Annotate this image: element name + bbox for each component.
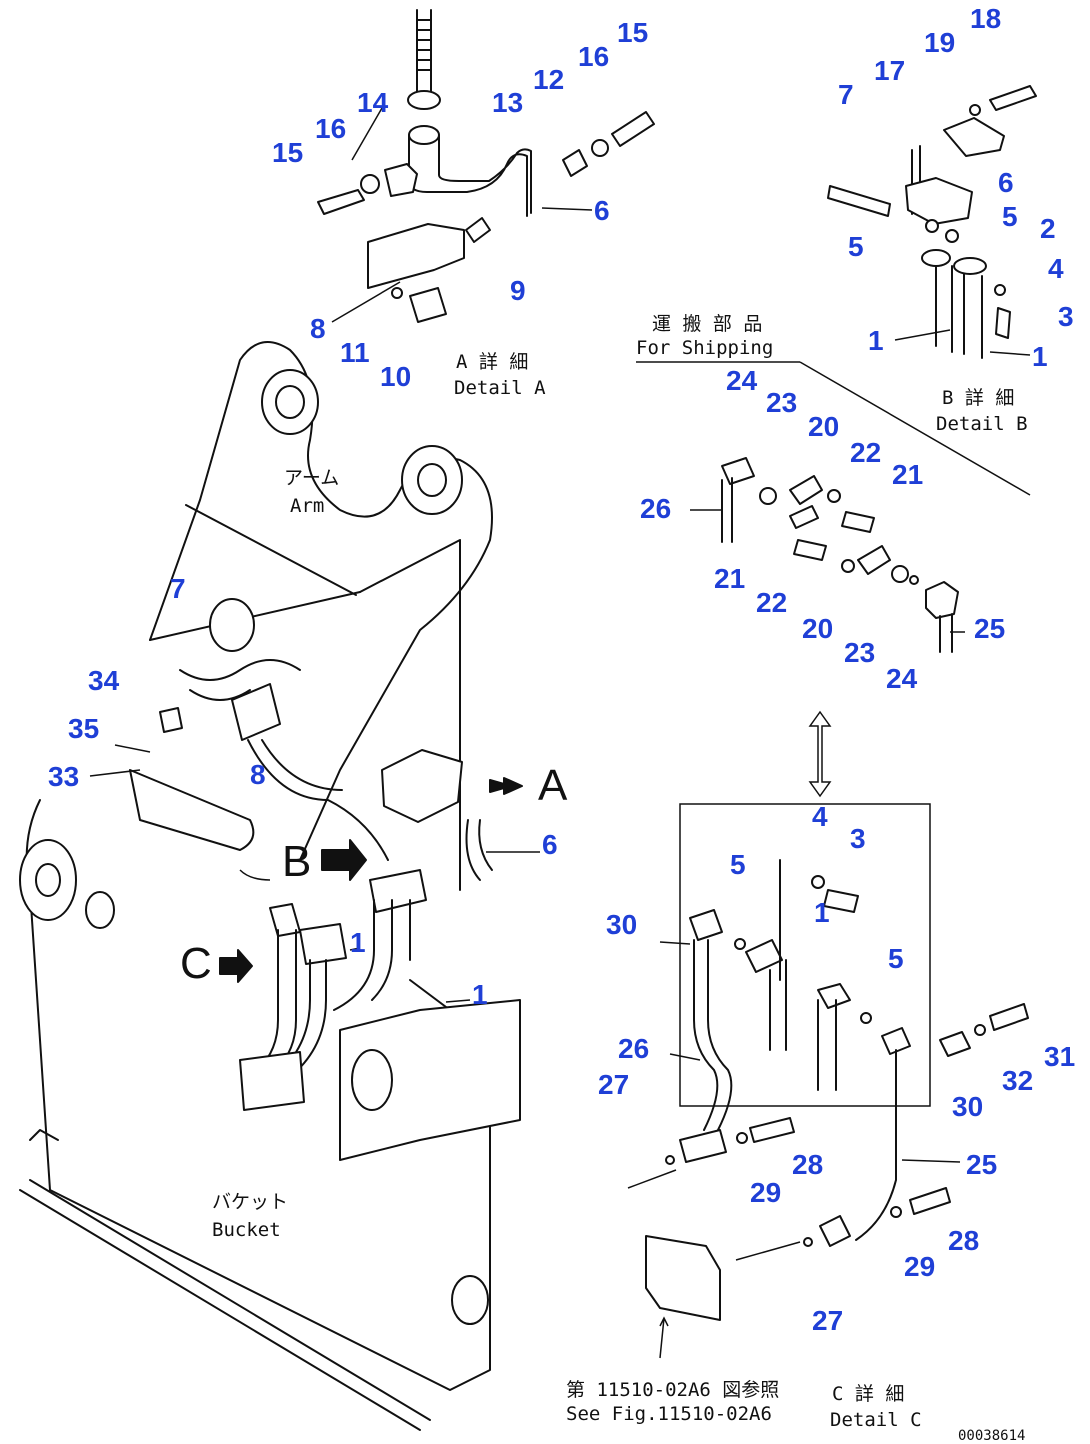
- detail-a-label-en: Detail A: [454, 377, 546, 399]
- callout-20: 20: [808, 411, 839, 442]
- arm-label-jp: アーム: [284, 467, 339, 489]
- callout-30: 30: [952, 1091, 983, 1122]
- callout-2: 2: [1040, 213, 1056, 244]
- callout-29: 29: [750, 1177, 781, 1208]
- callout-31: 31: [1044, 1041, 1075, 1072]
- shipping-parts-drawing: [636, 361, 1031, 653]
- bucket-label-jp: バケット: [212, 1191, 288, 1213]
- detail-a-drawing: [317, 9, 655, 323]
- callout-25: 25: [974, 613, 1005, 644]
- callout-35: 35: [68, 713, 99, 744]
- callout-4: 4: [812, 801, 828, 832]
- callout-1: 1: [868, 325, 884, 356]
- callout-5: 5: [730, 849, 746, 880]
- callout-7: 7: [170, 573, 186, 604]
- callout-13: 13: [492, 87, 523, 118]
- callouts-detail-a: 15 16 14 13 12 16 15 6 9 8 11 10: [272, 17, 648, 392]
- callout-27: 27: [812, 1305, 843, 1336]
- callout-5: 5: [888, 943, 904, 974]
- view-c-letter: C: [180, 939, 212, 988]
- callout-21: 21: [892, 459, 923, 490]
- callout-12: 12: [533, 64, 564, 95]
- detail-a-label-jp: A 詳 細: [456, 351, 528, 373]
- callout-5: 5: [848, 231, 864, 262]
- callout-30: 30: [606, 909, 637, 940]
- main-assembly-drawing: [19, 341, 540, 1431]
- detail-c-drawing: [627, 710, 1029, 1359]
- callout-28: 28: [948, 1225, 979, 1256]
- callout-1: 1: [814, 897, 830, 928]
- callout-22: 22: [850, 437, 881, 468]
- callouts-shipping: 24 23 20 22 21 26 21 22 20 23 24 25: [640, 365, 1005, 694]
- callout-27: 27: [598, 1069, 629, 1100]
- callouts-main: 7 34 35 33 8 6 1 1: [48, 573, 558, 1010]
- callouts-detail-c: 4 3 5 1 30 5 26 30 32 31 27 28 29 25 28 …: [598, 801, 1075, 1336]
- callout-16: 16: [315, 113, 346, 144]
- callout-3: 3: [850, 823, 866, 854]
- detail-c-label-en: Detail C: [830, 1409, 922, 1431]
- callout-26: 26: [640, 493, 671, 524]
- callout-11: 11: [340, 337, 370, 368]
- detail-b-label-en: Detail B: [936, 413, 1028, 435]
- callout-23: 23: [766, 387, 797, 418]
- callout-19: 19: [924, 27, 955, 58]
- bucket-label-en: Bucket: [212, 1219, 281, 1241]
- callout-23: 23: [844, 637, 875, 668]
- callout-1: 1: [350, 927, 366, 958]
- callout-6: 6: [998, 167, 1014, 198]
- callout-33: 33: [48, 761, 79, 792]
- callout-7: 7: [838, 79, 854, 110]
- callout-10: 10: [380, 361, 411, 392]
- callout-1: 1: [1032, 341, 1048, 372]
- callout-26: 26: [618, 1033, 649, 1064]
- shipping-label-en: For Shipping: [636, 337, 773, 359]
- callout-20: 20: [802, 613, 833, 644]
- callout-1: 1: [472, 979, 488, 1010]
- callout-4: 4: [1048, 253, 1064, 284]
- shipping-label-jp: 運 搬 部 品: [652, 313, 762, 335]
- drawing-code: 00038614: [958, 1428, 1025, 1444]
- detail-b-label-jp: B 詳 細: [942, 387, 1014, 409]
- callout-6: 6: [594, 195, 610, 226]
- callout-21: 21: [714, 563, 745, 594]
- detail-c-label-jp: C 詳 細: [832, 1383, 904, 1405]
- callout-14: 14: [357, 87, 389, 118]
- callout-17: 17: [874, 55, 905, 86]
- view-b-letter: B: [282, 837, 311, 886]
- callout-6: 6: [542, 829, 558, 860]
- view-a-letter: A: [538, 761, 568, 810]
- callouts-detail-b: 18 19 17 7 6 5 5 2 4 3 1 1: [838, 3, 1074, 372]
- callout-15: 15: [272, 137, 303, 168]
- callout-18: 18: [970, 3, 1001, 34]
- see-fig-label-en: See Fig.11510-02A6: [566, 1403, 772, 1425]
- callout-8: 8: [250, 759, 266, 790]
- callout-28: 28: [792, 1149, 823, 1180]
- callout-3: 3: [1058, 301, 1074, 332]
- detail-b-drawing: [827, 85, 1037, 359]
- callout-22: 22: [756, 587, 787, 618]
- text-labels: アーム Arm バケット Bucket A 詳 細 Detail A B 詳 細…: [180, 313, 1028, 1444]
- callout-34: 34: [88, 665, 120, 696]
- callout-24: 24: [886, 663, 918, 694]
- callout-9: 9: [510, 275, 526, 306]
- callout-16: 16: [578, 41, 609, 72]
- callout-5: 5: [1002, 201, 1018, 232]
- callout-24: 24: [726, 365, 758, 396]
- callout-25: 25: [966, 1149, 997, 1180]
- callout-29: 29: [904, 1251, 935, 1282]
- callout-15: 15: [617, 17, 648, 48]
- see-fig-label-jp: 第 11510-02A6 図参照: [566, 1379, 779, 1401]
- callout-32: 32: [1002, 1065, 1033, 1096]
- callout-8: 8: [310, 313, 326, 344]
- arm-label-en: Arm: [290, 495, 324, 517]
